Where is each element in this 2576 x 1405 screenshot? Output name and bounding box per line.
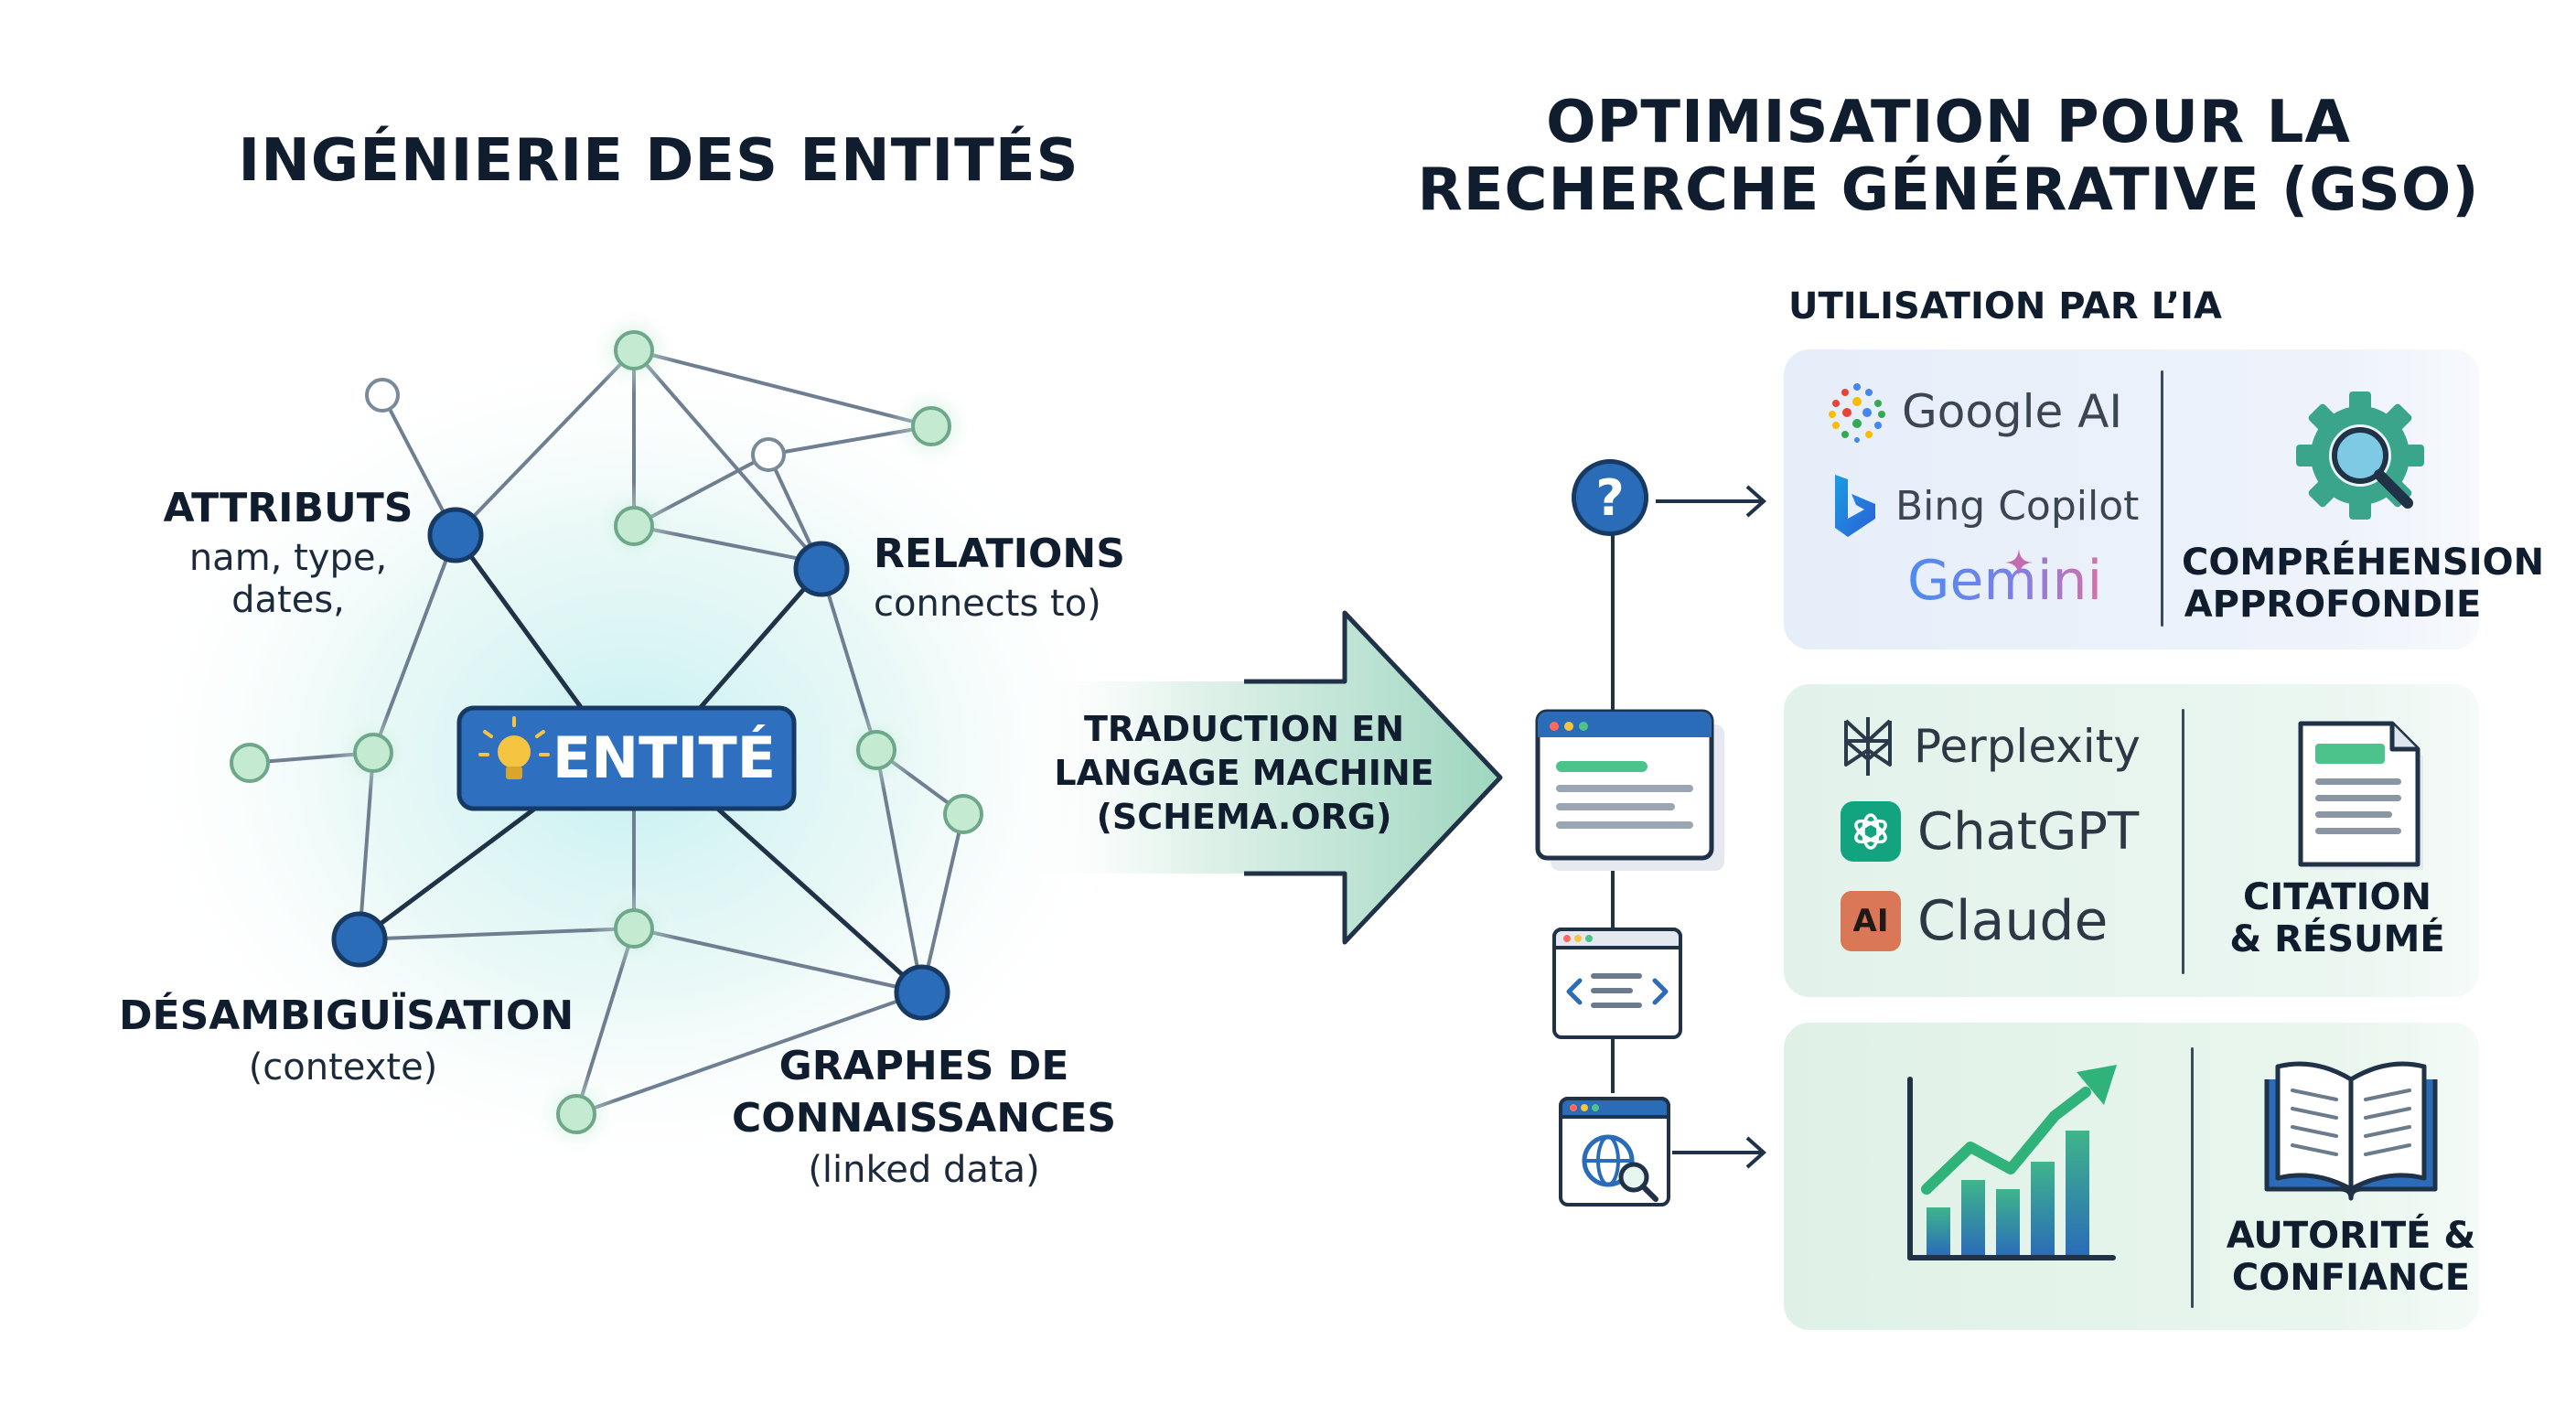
- code-window-icon: [1552, 928, 1682, 1039]
- caption1-line2: APPROFONDIE: [2184, 584, 2482, 626]
- brand-gemini: Gemini: [1907, 549, 2102, 613]
- attributs-line2: dates,: [231, 579, 345, 621]
- right-title-line2: RECHERCHE GÉNÉRATIVE (GSO): [1417, 156, 2480, 224]
- brand-chatgpt-label: ChatGPT: [1917, 801, 2140, 862]
- summary-document-icon: [2298, 721, 2423, 870]
- arrow-line3: (SCHEMA.ORG): [1096, 797, 1392, 837]
- graphes-title2: CONNAISSANCES: [732, 1095, 1117, 1142]
- gemini-sparkle-icon: [2005, 549, 2033, 576]
- google-ai-icon: [1829, 383, 1885, 443]
- translation-arrow: [1015, 610, 1503, 945]
- brand-chatgpt: ChatGPT: [1841, 801, 2139, 862]
- claude-mark: AI: [1852, 903, 1889, 939]
- relations-line1: connects to): [874, 583, 1101, 625]
- white-nodes: [365, 378, 786, 472]
- brand-bing-copilot: Bing Copilot: [1830, 471, 2139, 541]
- green-nodes: [230, 330, 983, 1134]
- document-window-icon: [1535, 709, 1724, 871]
- arrow-label: TRADUCTION EN LANGAGE MACHINE (SCHEMA.OR…: [1052, 709, 1436, 837]
- entity-graph: ENTITÉ: [119, 306, 1143, 1189]
- open-book-icon: [2264, 1061, 2438, 1201]
- brand-google-ai-label: Google AI: [1902, 385, 2123, 438]
- relations-title: RELATIONS: [874, 531, 1125, 577]
- right-title-line1: OPTIMISATION POUR LA: [1546, 89, 2351, 156]
- gemini-label: Gemini: [1907, 549, 2103, 613]
- panel1-divider: [2161, 370, 2163, 627]
- label-attributs: ATTRIBUTS nam, type, dates,: [137, 485, 439, 621]
- brand-bing-copilot-label: Bing Copilot: [1895, 482, 2140, 530]
- right-subtitle: UTILISATION PAR L’IA: [1788, 285, 2222, 327]
- web-search-icon: [1559, 1097, 1670, 1207]
- brand-claude: AI Claude: [1841, 889, 2108, 953]
- panel3-divider: [2191, 1047, 2194, 1308]
- blue-nodes: [331, 507, 950, 1021]
- entity-label: ENTITÉ: [553, 724, 776, 791]
- graphes-title1: GRAPHES DE: [778, 1043, 1069, 1089]
- graph-strong-edges: [358, 533, 924, 994]
- claude-icon: AI: [1841, 891, 1901, 951]
- caption2-line2: & RÉSUMÉ: [2229, 918, 2445, 960]
- caption-comprehension: COMPRÉHENSION APPROFONDIE: [2182, 542, 2545, 626]
- caption1-line1: COMPRÉHENSION: [2182, 542, 2545, 584]
- arrow-line1: TRADUCTION EN: [1083, 709, 1405, 749]
- caption3-line2: CONFIANCE: [2231, 1257, 2471, 1299]
- desamb-title: DÉSAMBIGUÏSATION: [119, 992, 574, 1039]
- bing-icon: [1835, 475, 1875, 537]
- brand-perplexity: Perplexity: [1839, 713, 2141, 779]
- panel2-divider: [2182, 709, 2184, 974]
- caption2-line1: CITATION: [2243, 876, 2431, 918]
- label-relations: RELATIONS connects to): [874, 531, 1125, 625]
- brand-perplexity-label: Perplexity: [1914, 720, 2141, 773]
- label-graphes: GRAPHES DE CONNAISSANCES (linked data): [732, 1043, 1116, 1191]
- perplexity-icon: [1844, 717, 1892, 776]
- caption-autorite: AUTORITÉ & CONFIANCE: [2214, 1215, 2488, 1299]
- lightbulb-icon: [478, 716, 550, 779]
- desamb-line1: (contexte): [248, 1046, 438, 1089]
- brand-claude-label: Claude: [1917, 889, 2109, 953]
- left-title: INGÉNIERIE DES ENTITÉS: [238, 127, 1079, 195]
- gear-magnifier-icon: [2296, 391, 2424, 520]
- chatgpt-icon: [1841, 801, 1901, 862]
- attributs-title: ATTRIBUTS: [163, 485, 413, 531]
- question-mark: ?: [1595, 468, 1625, 527]
- growth-chart-icon: [1907, 1065, 2117, 1260]
- graphes-line1: (linked data): [808, 1149, 1040, 1191]
- caption-citation: CITATION & RÉSUMÉ: [2195, 876, 2479, 960]
- flow-connectors: [1611, 485, 1767, 1169]
- attributs-line1: nam, type,: [188, 537, 388, 579]
- right-title: OPTIMISATION POUR LA RECHERCHE GÉNÉRATIV…: [1409, 89, 2488, 224]
- arrow-line2: LANGAGE MACHINE: [1054, 753, 1434, 793]
- question-icon: ?: [1572, 459, 1648, 536]
- label-desamb: DÉSAMBIGUÏSATION (contexte): [119, 992, 574, 1089]
- brand-google-ai: Google AI: [1825, 380, 2122, 444]
- caption3-line1: AUTORITÉ &: [2226, 1215, 2476, 1257]
